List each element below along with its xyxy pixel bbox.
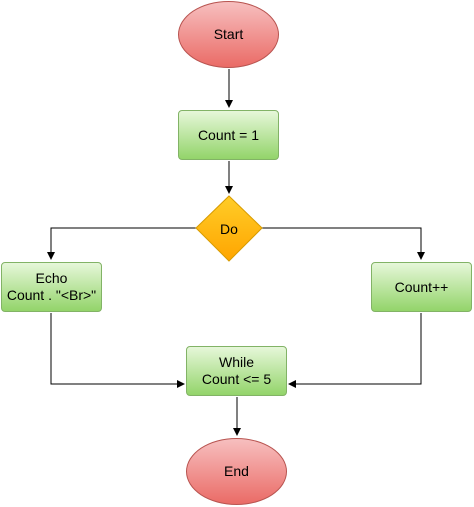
while-process: While Count <= 5 [186,346,287,396]
echo-process: Echo Count . "<Br>" [1,262,102,312]
end-label: End [224,463,249,479]
start-terminal: Start [178,1,279,68]
count-inc-process: Count++ [371,262,472,312]
count-init-label: Count = 1 [197,126,260,143]
end-terminal: End [186,438,287,505]
count-inc-label: Count++ [394,278,449,295]
count-init-process: Count = 1 [178,110,279,160]
do-decision-diamond [195,195,263,262]
edge-do-to-echo [47,227,196,260]
edge-count-inc-to-while [288,313,422,388]
echo-label-line1: Echo [35,270,68,286]
do-decision-label: Do [220,220,238,237]
edge-echo-to-while [50,313,185,388]
echo-label-line2: Count . "<Br>" [6,287,97,303]
edge-do-to-count-inc [262,227,425,260]
while-label-line1: While [218,354,254,370]
while-label-line2: Count <= 5 [201,371,272,387]
start-label: Start [213,26,244,42]
